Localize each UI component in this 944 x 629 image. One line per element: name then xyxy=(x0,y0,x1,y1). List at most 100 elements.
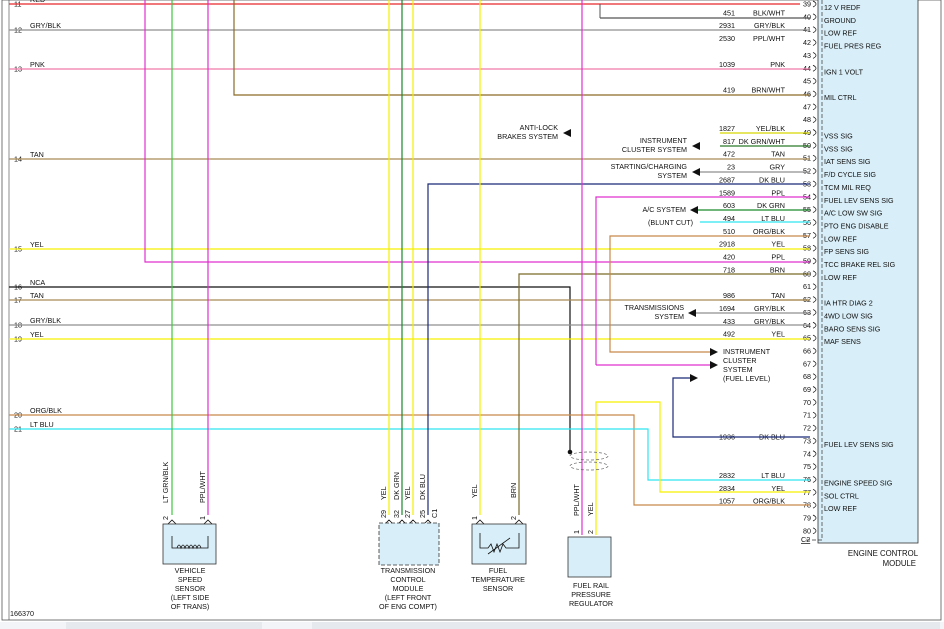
circuit-number: 492 xyxy=(723,330,735,339)
pin-function: BARO SENS SIG xyxy=(824,324,881,333)
pin-function: ENGINE SPEED SIG xyxy=(824,478,893,487)
pin-row: 71 xyxy=(803,411,817,420)
wire-frpr-yel xyxy=(595,401,810,535)
pin-function: MAF SENS xyxy=(824,337,861,346)
left-circuit-color: NCA xyxy=(30,278,45,287)
fts-label-2: TEMPERATURE xyxy=(471,575,525,584)
circuit-number: 718 xyxy=(723,265,735,274)
left-circuit-color: ORG/BLK xyxy=(30,406,62,415)
pin-terminal-icon xyxy=(812,488,817,496)
pin-terminal-icon xyxy=(812,450,817,458)
pin-terminal-icon xyxy=(812,386,817,393)
tcm-label-4: (LEFT FRONT xyxy=(385,593,432,602)
pin-number: 70 xyxy=(803,398,811,407)
vss-label-2: SPEED xyxy=(178,575,202,584)
pin-terminal-icon xyxy=(812,64,817,72)
circuit-number: 1039 xyxy=(719,60,735,69)
thermistor-icon xyxy=(479,533,520,555)
arrow-ic-fuel xyxy=(690,374,698,382)
pin-terminal-icon xyxy=(812,347,817,355)
ac-system-label: A/C SYSTEM xyxy=(642,205,686,214)
pin-terminal-icon xyxy=(812,116,817,123)
arrow-transmissions xyxy=(688,309,696,317)
pin-function: IAT SENS SIG xyxy=(824,157,871,166)
tcm-wire-1: YEL xyxy=(379,486,388,500)
pin-function: F/D CYCLE SIG xyxy=(824,170,876,179)
circuit-color: PPL/WHT xyxy=(753,34,786,43)
pin-terminal-icon xyxy=(812,463,817,470)
circuit-color: PPL xyxy=(771,188,785,197)
wire-ppl-59 xyxy=(144,0,810,263)
tcm-pin-2: 32 xyxy=(392,510,401,518)
wire-lt-blu-21 xyxy=(9,428,810,481)
fts-pin2: 2 xyxy=(509,516,518,520)
pin-row: 69 xyxy=(803,385,817,394)
frpr-pin1: 1 xyxy=(572,530,581,534)
fuel-rail-pressure-regulator: PPL/WHT YEL 1 2 FUEL RAIL PRESSURE REGUL… xyxy=(567,483,613,608)
pin-terminal-icon xyxy=(812,129,817,136)
circuit-number: 2918 xyxy=(719,240,735,249)
frpr-wire2-label: YEL xyxy=(586,502,595,516)
pin-terminal-icon xyxy=(812,283,817,291)
arrow-ic-1 xyxy=(710,348,718,356)
pin-row: 47 xyxy=(803,102,817,111)
transmission-control-module: YEL DK GRN YEL DK BLU 29 32 27 25 C1 TRA… xyxy=(378,472,440,611)
connector-id: C2 xyxy=(801,535,810,544)
vss-wire2-label: PPL/WHT xyxy=(198,470,207,503)
pin-terminal-icon xyxy=(812,296,817,303)
pin-number: 45 xyxy=(803,77,811,86)
fts-pin1: 1 xyxy=(470,516,479,520)
pin-function: SOL CTRL xyxy=(824,491,859,500)
pin-terminal-icon xyxy=(812,142,817,149)
pin-function: VSS SIG xyxy=(824,132,853,141)
circuit-color: TAN xyxy=(771,150,785,159)
pin-row: 72 xyxy=(803,424,817,433)
vss-pin2: 1 xyxy=(198,516,207,520)
pin-number: 68 xyxy=(803,372,811,381)
circuit-number: 603 xyxy=(723,201,735,210)
ic2-label-3: SYSTEM xyxy=(723,365,753,374)
pin-terminal-icon xyxy=(812,26,817,34)
circuit-color: GRY xyxy=(770,163,786,172)
pin-row: 80 xyxy=(803,526,817,535)
left-circuit-color: YEL xyxy=(30,240,44,249)
pin-function: LOW REF xyxy=(824,273,857,282)
tcm-label-2: CONTROL xyxy=(390,575,425,584)
pin-row: 61 xyxy=(803,282,817,291)
pin-terminal-icon xyxy=(812,334,817,342)
transmissions-label-1: TRANSMISSIONS xyxy=(624,303,684,312)
circuit-number: 1589 xyxy=(719,188,735,197)
pin-number: 40 xyxy=(803,12,811,21)
wire-dkblu-73 xyxy=(672,377,810,438)
wire-brn-wht xyxy=(233,0,810,96)
bottom-strip-segment xyxy=(312,622,940,629)
pin-terminal-icon xyxy=(812,154,817,162)
transmissions-label-2: SYSTEM xyxy=(654,312,684,321)
circuit-number: 420 xyxy=(723,253,735,262)
fts-box xyxy=(471,523,527,565)
abs-label-2: BRAKES SYSTEM xyxy=(497,132,558,141)
circuit-number: 23 xyxy=(727,163,735,172)
pin-function: IGN 1 VOLT xyxy=(824,67,864,76)
circuit-color: DK GRN/WHT xyxy=(739,137,786,146)
vss-label-5: OF TRANS) xyxy=(171,602,210,611)
arrow-abs xyxy=(563,129,571,137)
pin-terminal-icon xyxy=(812,527,817,535)
circuit-color: ORG/BLK xyxy=(753,497,785,506)
pin-number: 73 xyxy=(803,436,811,445)
pin-number: 71 xyxy=(803,411,811,420)
tcm-label-5: OF ENG COMPT) xyxy=(379,602,437,611)
pin-terminal-icon xyxy=(812,52,817,59)
bottom-strip-segment xyxy=(66,622,262,629)
circuit-number: 472 xyxy=(723,150,735,159)
figure-id: 166370 xyxy=(10,609,34,618)
pin-number: 44 xyxy=(803,64,811,73)
circuit-number: 494 xyxy=(723,214,735,223)
pin-row: 68 xyxy=(803,372,817,381)
start-charge-label-2: SYSTEM xyxy=(657,171,687,180)
frpr-label-1: FUEL RAIL xyxy=(573,581,609,590)
circuit-number: 2834 xyxy=(719,484,735,493)
